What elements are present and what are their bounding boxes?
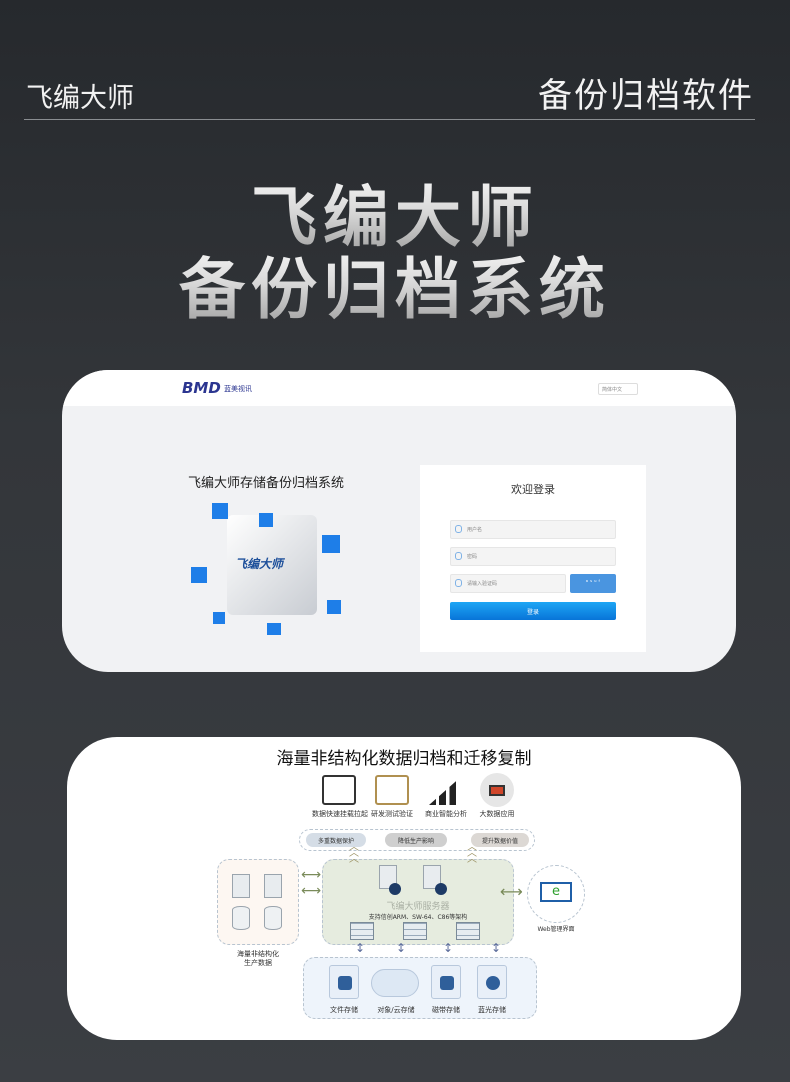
server-name: 飞编大师服务器 — [386, 902, 450, 912]
password-input[interactable]: 密码 — [450, 547, 616, 566]
web-ui-circle: e — [527, 865, 585, 923]
captcha-placeholder: 请输入验证码 — [467, 581, 498, 587]
server-icon — [423, 865, 441, 889]
growth-chart-icon — [429, 775, 463, 805]
bidirectional-arrow-icon: ⟷ — [500, 882, 523, 901]
brand-name: 飞编大师 — [26, 83, 134, 114]
divider — [24, 119, 755, 120]
cube-illustration: 飞编大师 — [187, 495, 352, 635]
benefit-pill: 降低生产影响 — [385, 833, 447, 847]
browser-ie-icon: e — [540, 882, 572, 902]
double-arrow-icon: ↕ — [396, 941, 407, 955]
rack-server-icon — [456, 922, 480, 940]
double-arrow-icon: ↕ — [491, 941, 502, 955]
storage-label: 蓝光存储 — [478, 1006, 506, 1014]
file-storage-icon — [329, 965, 359, 999]
cloud-storage-icon — [371, 969, 419, 997]
bluray-storage-icon — [477, 965, 507, 999]
system-title: 飞编大师存储备份归档系统 — [188, 476, 345, 491]
benefit-pill: 多重数据保护 — [306, 833, 366, 847]
app-label: 商业智能分析 — [425, 810, 467, 818]
captcha-input[interactable]: 请输入验证码 — [450, 574, 566, 593]
up-chevrons-icon: ︿︿︿ — [467, 842, 477, 865]
globe-icon — [435, 883, 447, 895]
up-chevrons-icon: ︿︿︿ — [349, 842, 359, 865]
architecture-card: 海量非结构化数据归档和迁移复制 数据快速挂载拉起 研发测试验证 商业智能分析 大… — [67, 737, 741, 1040]
hero-title-line1: 飞编大师 — [0, 164, 790, 260]
bmd-logo: BMD — [182, 379, 221, 397]
server-icon — [232, 874, 250, 898]
benefits-row — [299, 829, 535, 851]
blueprint-icon — [375, 775, 409, 805]
rack-server-icon — [403, 922, 427, 940]
login-screenshot-card: BMD 蓝美视讯 简体中文 飞编大师存储备份归档系统 飞编大师 欢迎登录 用户名… — [62, 370, 736, 672]
hero-title-line2: 备份归档系统 — [0, 236, 790, 332]
double-arrow-icon: ↕ — [443, 941, 454, 955]
language-select[interactable]: 简体中文 — [598, 383, 638, 395]
cube-label: 飞编大师 — [235, 557, 284, 571]
app-label: 研发测试验证 — [371, 810, 413, 818]
login-panel: 欢迎登录 用户名 密码 请输入验证码 ᵃ ˢ ᵘ ᶠ 登录 — [420, 465, 646, 652]
benefit-pill: 提升数据价值 — [471, 833, 529, 847]
username-input[interactable]: 用户名 — [450, 520, 616, 539]
globe-icon — [389, 883, 401, 895]
bidirectional-arrow-icon: ⟷ — [301, 883, 322, 899]
monitor-chart-icon — [322, 775, 356, 805]
bidirectional-arrow-icon: ⟷ — [301, 867, 322, 883]
user-icon — [455, 525, 462, 533]
cloud-laptop-icon — [480, 773, 514, 807]
storage-label: 对象/云存储 — [377, 1006, 415, 1014]
password-placeholder: 密码 — [467, 554, 478, 560]
shield-icon — [455, 579, 462, 587]
storage-label: 文件存储 — [330, 1006, 358, 1014]
product-name: 备份归档软件 — [538, 76, 754, 116]
web-label: Web管理界面 — [537, 926, 575, 933]
bmd-logo-sub: 蓝美视讯 — [224, 385, 252, 393]
diagram-title: 海量非结构化数据归档和迁移复制 — [276, 749, 532, 769]
database-icon — [264, 906, 282, 930]
app-header — [62, 370, 736, 406]
source-label: 海量非结构化 — [237, 950, 279, 958]
captcha-image[interactable]: ᵃ ˢ ᵘ ᶠ — [570, 574, 616, 593]
server-icon — [264, 874, 282, 898]
double-arrow-icon: ↕ — [355, 941, 366, 955]
app-label: 大数据应用 — [479, 810, 515, 818]
source-label: 生产数据 — [244, 959, 272, 967]
login-button[interactable]: 登录 — [450, 602, 616, 620]
storage-label: 磁带存储 — [432, 1006, 460, 1014]
source-data-box — [217, 859, 299, 945]
rack-server-icon — [350, 922, 374, 940]
tape-storage-icon — [431, 965, 461, 999]
server-arch: 支持信创ARM、SW-64、C86等架构 — [368, 914, 468, 921]
welcome-heading: 欢迎登录 — [511, 483, 555, 496]
app-label: 数据快速挂载拉起 — [312, 810, 368, 818]
database-icon — [232, 906, 250, 930]
username-placeholder: 用户名 — [467, 527, 483, 533]
lock-icon — [455, 552, 462, 560]
